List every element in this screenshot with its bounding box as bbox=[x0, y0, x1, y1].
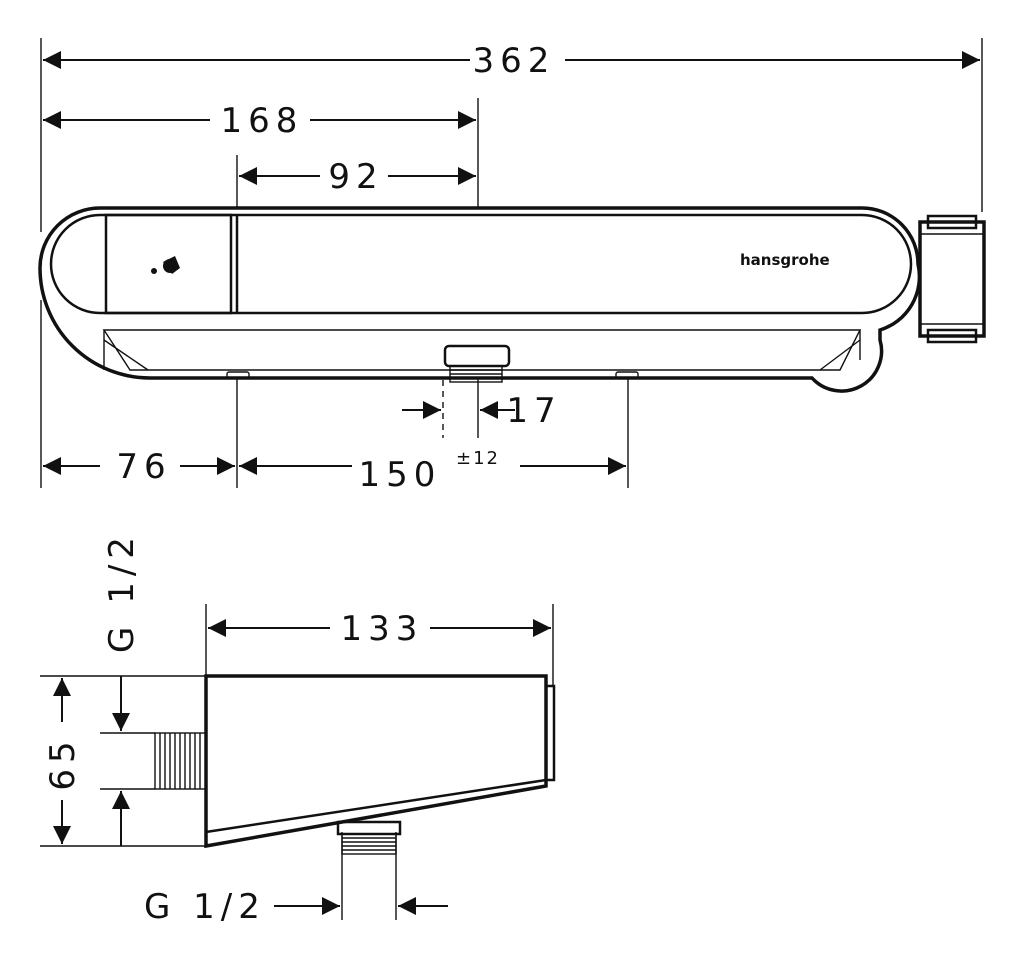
side-cap bbox=[918, 214, 986, 344]
temperature-button bbox=[104, 213, 233, 315]
dimension-label: 92 bbox=[328, 157, 383, 197]
button-icon bbox=[151, 256, 180, 274]
connection-mark bbox=[615, 371, 639, 379]
dimension-label: 168 bbox=[221, 101, 304, 141]
dimension-label: 133 bbox=[341, 609, 424, 649]
dimension-label: 65 bbox=[43, 735, 83, 790]
dimension-362: 362 bbox=[43, 41, 980, 81]
dimension-133: 133 bbox=[208, 609, 551, 649]
side-view: 133 65 G 1/2 bbox=[40, 531, 556, 927]
thread-dimension-bottom: G 1/2 bbox=[144, 887, 448, 927]
thread-dimension-top: G 1/2 bbox=[102, 531, 142, 846]
dimension-label: 362 bbox=[473, 41, 556, 81]
dimension-label: 17 bbox=[506, 391, 561, 431]
thread-label: G 1/2 bbox=[102, 531, 142, 653]
outlet-thread bbox=[336, 820, 402, 855]
dimension-label: 76 bbox=[116, 447, 171, 487]
tolerance-label: ±12 bbox=[456, 448, 500, 469]
thermostat-front: hansgrohe bbox=[38, 206, 922, 393]
dimension-150: 150 ±12 bbox=[239, 448, 626, 495]
dimension-168: 168 bbox=[43, 101, 476, 141]
dimension-65: 65 bbox=[43, 678, 83, 844]
hansgrohe-logo: hansgrohe bbox=[740, 251, 830, 269]
outlet-connector bbox=[443, 344, 511, 383]
dimension-92: 92 bbox=[239, 157, 476, 197]
thread-label: G 1/2 bbox=[144, 887, 266, 927]
dimension-label: 150 bbox=[359, 455, 442, 495]
thermostat-side bbox=[154, 674, 556, 855]
dimension-17: 17 bbox=[402, 391, 561, 431]
inlet-thread bbox=[154, 732, 207, 790]
dimension-76: 76 bbox=[43, 447, 235, 487]
connection-mark bbox=[226, 371, 250, 379]
front-view: 362 168 92 bbox=[38, 38, 986, 495]
